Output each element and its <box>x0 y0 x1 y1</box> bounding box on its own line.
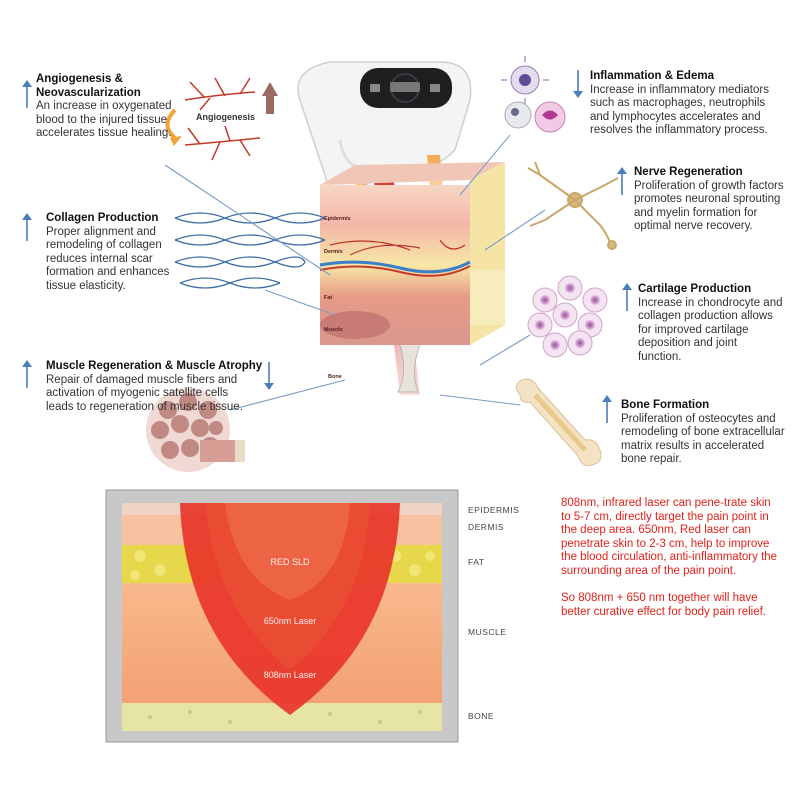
skin-label-muscle: Muscle <box>324 327 343 333</box>
cartilage-cells-illustration <box>527 275 608 358</box>
laser-explanation-para2: So 808nm + 650 nm together will have bet… <box>561 592 766 618</box>
nerve-title: Nerve Regeneration <box>634 166 743 178</box>
up-arrow-icon <box>617 167 627 195</box>
skin-label-bone: Bone <box>328 374 342 380</box>
panel-label-fat: FAT <box>468 557 485 567</box>
up-arrow-icon <box>22 80 32 108</box>
connector-lines <box>164 134 546 411</box>
up-arrow-icon <box>22 360 32 388</box>
inflammatory-cells-illustration <box>501 56 566 133</box>
collagen-block: Collagen Production Proper alignment and… <box>46 212 176 293</box>
nerve-block: Nerve Regeneration Proliferation of grow… <box>634 166 784 234</box>
blood-vessels-illustration <box>184 77 261 161</box>
angiogenesis-block: Angiogenesis & Neovascularization An inc… <box>36 73 174 141</box>
muscle-block: Muscle Regeneration & Muscle Atrophy Rep… <box>46 360 264 414</box>
bone-illustration <box>516 378 602 467</box>
skin-cube <box>319 162 505 393</box>
collagen-helix-illustration <box>174 212 326 289</box>
zone-label-red-sld: RED SLD <box>270 557 310 567</box>
cartilage-title: Cartilage Production <box>638 283 752 295</box>
curved-arrow-icon <box>165 108 177 140</box>
panel-label-bone: BONE <box>468 711 495 721</box>
panel-label-dermis: DERMIS <box>468 522 505 532</box>
skin-label-epidermis: Epidermis <box>324 216 351 222</box>
zone-label-808nm: 808nm Laser <box>263 670 317 680</box>
muscle-title: Muscle Regeneration & Muscle Atrophy <box>46 360 263 372</box>
collagen-title: Collagen Production <box>46 212 159 224</box>
bone-body: Proliferation of osteocytes and remodeli… <box>621 412 785 466</box>
bone-block: Bone Formation Proliferation of osteocyt… <box>621 399 786 467</box>
cartilage-block: Cartilage Production Increase in chondro… <box>638 283 783 364</box>
laser-explanation-para1: 808nm, infrared laser can pene-trate ski… <box>561 497 778 577</box>
panel-label-epidermis: EPIDERMIS <box>468 505 520 515</box>
down-arrow-icon <box>264 362 274 390</box>
skin-label-dermis: Dermis <box>324 249 343 255</box>
collagen-body: Proper alignment and remodeling of colla… <box>46 225 170 292</box>
up-arrow-icon <box>622 283 632 311</box>
nerve-body: Proliferation of growth factors promotes… <box>634 179 784 233</box>
bone-title: Bone Formation <box>621 399 710 411</box>
muscle-body: Repair of damaged muscle fibers and acti… <box>46 373 243 413</box>
zone-label-650nm: 650nm Laser <box>263 616 317 626</box>
angiogenesis-title: Angiogenesis & Neovascularization <box>36 73 141 99</box>
penetration-panel <box>105 489 459 743</box>
inflammation-title: Inflammation & Edema <box>590 70 714 82</box>
up-arrow-icon <box>22 213 32 241</box>
angiogenesis-body: An increase in oxygenated blood to the i… <box>36 100 172 139</box>
neuron-illustration <box>527 161 619 251</box>
up-arrow-icon <box>602 395 612 423</box>
skin-label-fat: Fat <box>324 295 333 301</box>
angiogenesis-up-arrow-icon <box>262 82 278 114</box>
down-arrow-icon <box>573 70 583 98</box>
inflammation-block: Inflammation & Edema Increase in inflamm… <box>590 70 780 138</box>
inflammation-body: Increase in inflammatory mediators such … <box>590 83 769 137</box>
angiogenesis-device-label: Angiogenesis <box>196 112 256 122</box>
cartilage-body: Increase in chondrocyte and collagen pro… <box>638 296 783 363</box>
muscle-fiber-illustration <box>146 388 245 472</box>
laser-explanation: 808nm, infrared laser can pene-trate ski… <box>561 497 781 619</box>
panel-label-muscle: MUSCLE <box>468 627 507 637</box>
